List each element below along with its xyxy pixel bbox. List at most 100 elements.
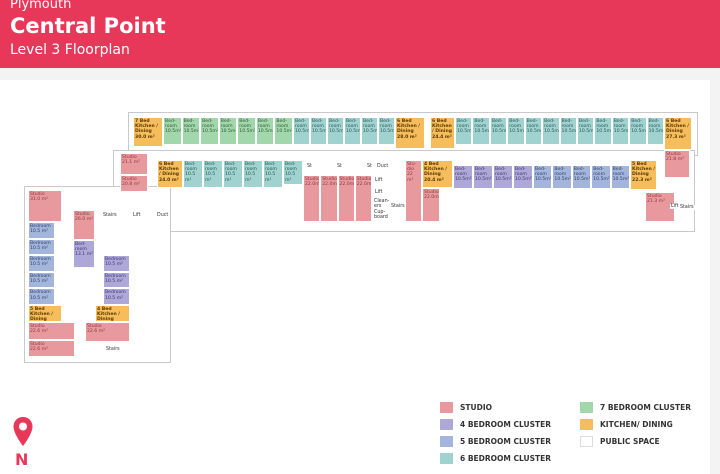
room-area: 10.5m² — [474, 129, 490, 135]
public-space-label: St — [336, 164, 343, 170]
room-area: 24.0 m² — [159, 177, 179, 183]
room-area: 22.6 m² — [30, 347, 49, 353]
room-area: 28.0 m² — [397, 134, 417, 140]
room-area: 10.5m² — [495, 177, 512, 183]
room-area: 10.5m² — [593, 177, 610, 183]
room-area: 10.5m² — [329, 129, 344, 135]
room-label: Bed-room — [75, 242, 87, 253]
room-area: 10.5m² — [220, 129, 238, 135]
room-area: 10.5 m² — [30, 279, 49, 284]
page-title: Central Point — [10, 14, 166, 38]
room-label: Bed-room — [183, 119, 196, 130]
room-area: 22.0m² — [322, 182, 338, 188]
room-area: 31.0 m² — [30, 197, 49, 203]
room-label: Bed-room — [593, 167, 606, 178]
room-label: Bed-room — [474, 119, 487, 130]
room-area: 10.5 m² — [285, 172, 296, 183]
room-area: 10.5 m² — [30, 229, 49, 235]
legend-item: 5 BEDROOM CLUSTER — [440, 436, 551, 447]
room-label: Bed-room — [515, 167, 527, 178]
room-area: 21.1 m² — [122, 160, 141, 166]
room-label: Bed-room — [257, 119, 270, 130]
room-label: Bed-room — [239, 119, 252, 130]
legend-label: KITCHEN/ DINING — [600, 420, 673, 429]
room-area: 10.5m² — [295, 129, 310, 135]
room-label: Bedroom — [30, 257, 51, 263]
room-area: 10.5 m² — [245, 172, 256, 183]
room-label: Studio — [647, 194, 662, 199]
room-label: Bed-room — [245, 162, 257, 173]
room-label: Studio — [30, 342, 45, 347]
legend-label: 6 BEDROOM CLUSTER — [460, 454, 552, 463]
room-label: Bedroom — [105, 290, 126, 296]
public-space-label: Duct — [376, 164, 390, 170]
room-area: 10.5m² — [573, 177, 591, 183]
map-pin-icon — [13, 417, 33, 446]
room-label: 4 Bed Kitchen / Dining — [424, 162, 447, 178]
legend-item: 4 BEDROOM CLUSTER — [440, 419, 551, 430]
room-area: 10.5 m² — [265, 172, 276, 183]
room-area: 10.5 m² — [30, 262, 49, 268]
room-label: 5 Bed Kitchen / Dining — [632, 162, 655, 178]
room-area: 10.5m² — [239, 129, 256, 135]
legend-swatch — [440, 402, 453, 413]
legend-swatch — [580, 436, 593, 447]
legend-swatch — [440, 436, 453, 447]
room-label: Studio — [339, 177, 355, 182]
page-subtitle: Level 3 Floorplan — [10, 42, 130, 58]
room-label: Bed-room — [346, 119, 358, 130]
room-label: Studio — [424, 190, 439, 195]
room-area: 10.5m² — [561, 129, 577, 135]
public-space-label: Lift — [374, 178, 384, 184]
room-area: 22.0m² — [424, 195, 440, 201]
legend-swatch — [580, 402, 593, 413]
room-area: 10.5 m² — [185, 172, 196, 183]
room-area: 10.5 m² — [105, 295, 124, 301]
room-area: 10.5m² — [475, 177, 492, 183]
room-area: 10.5m² — [491, 129, 508, 135]
room-label: 6 Bed Kitchen / Dining — [432, 119, 453, 135]
room-area: 20.4 m² — [424, 177, 444, 183]
room-area: 10.5m² — [526, 129, 543, 135]
room-label: Studio — [30, 324, 45, 329]
public-space-label: Duct — [156, 213, 170, 219]
public-space-label: Lift — [670, 204, 680, 210]
legend-item: STUDIO — [440, 402, 492, 413]
room-area: 10.5m² — [380, 129, 395, 135]
public-space-label: Lift — [374, 190, 384, 196]
legend-item: PUBLIC SPACE — [580, 436, 660, 447]
room-label: Bedroom — [30, 273, 51, 279]
